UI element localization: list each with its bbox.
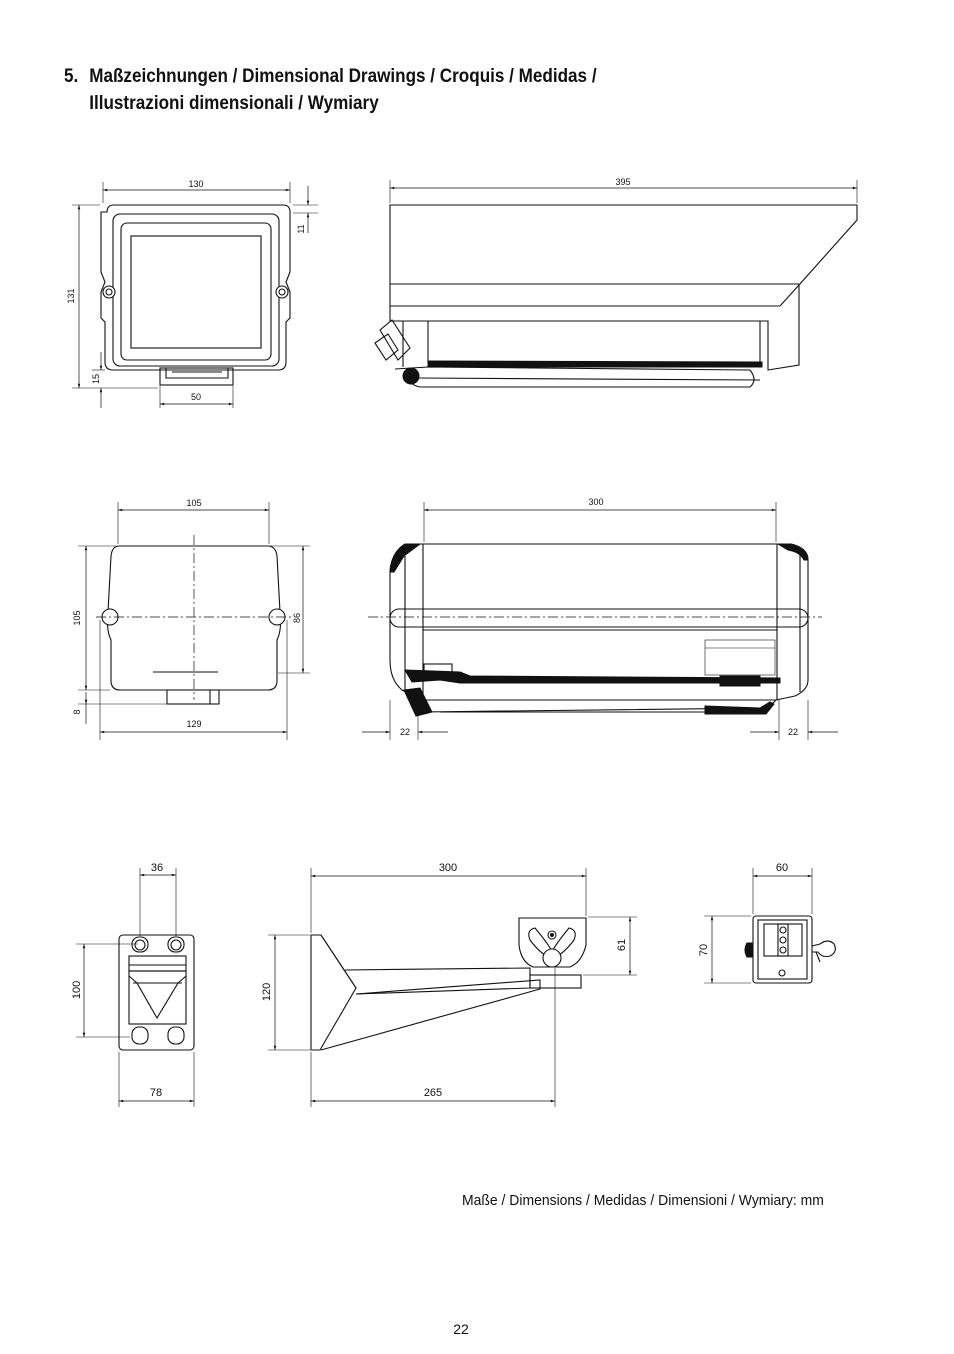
dim-rear-bottom: 8 xyxy=(72,709,82,714)
plate-dimensions: 36 100 78 xyxy=(71,862,195,1107)
dim-end-height: 70 xyxy=(698,944,710,956)
dim-rear-base: 129 xyxy=(186,719,201,729)
title-line-2: Illustrazioni dimensionali / Wymiary xyxy=(89,93,379,114)
bracket-dimensions: 300 120 61 265 xyxy=(261,862,637,1107)
dim-rear-width: 105 xyxy=(186,498,201,508)
dim-rear-inner: 86 xyxy=(292,613,302,623)
mounting-plate-drawing xyxy=(118,934,195,1051)
side-dimensions: 395 xyxy=(389,177,858,203)
top-dimensions: 300 22 22 xyxy=(362,497,838,740)
dim-front-foot: 50 xyxy=(191,392,201,402)
end-dimensions: 60 70 xyxy=(698,862,813,984)
dim-bracket-height: 120 xyxy=(261,983,273,1001)
dim-bracket-head: 61 xyxy=(616,939,628,951)
dim-top-left-overhang: 22 xyxy=(400,727,410,737)
dim-front-bottom: 15 xyxy=(91,374,101,384)
dim-bracket-length: 300 xyxy=(439,862,457,874)
page-number: 22 xyxy=(453,1321,469,1337)
rear-view-drawing xyxy=(96,535,294,705)
dim-end-width: 60 xyxy=(776,862,788,874)
title-line-1: Maßzeichnungen / Dimensional Drawings / … xyxy=(89,66,597,87)
front-view-drawing xyxy=(100,204,291,386)
front-dimensions: 130 131 11 15 50 xyxy=(66,179,318,408)
dim-top-length: 300 xyxy=(588,497,603,507)
units-caption: Maße / Dimensions / Medidas / Dimensioni… xyxy=(462,1192,824,1209)
end-view-drawing xyxy=(744,915,836,984)
side-view-drawing xyxy=(374,204,858,388)
dim-plate-hole-spacing: 36 xyxy=(151,862,163,874)
section-title: 5. Maßzeichnungen / Dimensional Drawings … xyxy=(64,63,597,117)
dim-plate-height: 100 xyxy=(71,981,83,999)
dim-top-right-overhang: 22 xyxy=(788,727,798,737)
dim-front-width: 130 xyxy=(188,179,203,189)
dim-rear-height: 105 xyxy=(72,610,82,625)
dim-plate-width: 78 xyxy=(150,1087,162,1099)
dim-front-height: 131 xyxy=(66,288,76,303)
section-number: 5. xyxy=(64,66,79,87)
wall-bracket-drawing xyxy=(310,917,587,1051)
rear-dimensions: 105 105 86 8 129 xyxy=(72,498,310,740)
dim-bracket-arm: 265 xyxy=(424,1087,442,1099)
top-view-drawing xyxy=(368,543,822,717)
dim-front-top: 11 xyxy=(296,224,306,233)
dim-side-length: 395 xyxy=(615,177,630,187)
